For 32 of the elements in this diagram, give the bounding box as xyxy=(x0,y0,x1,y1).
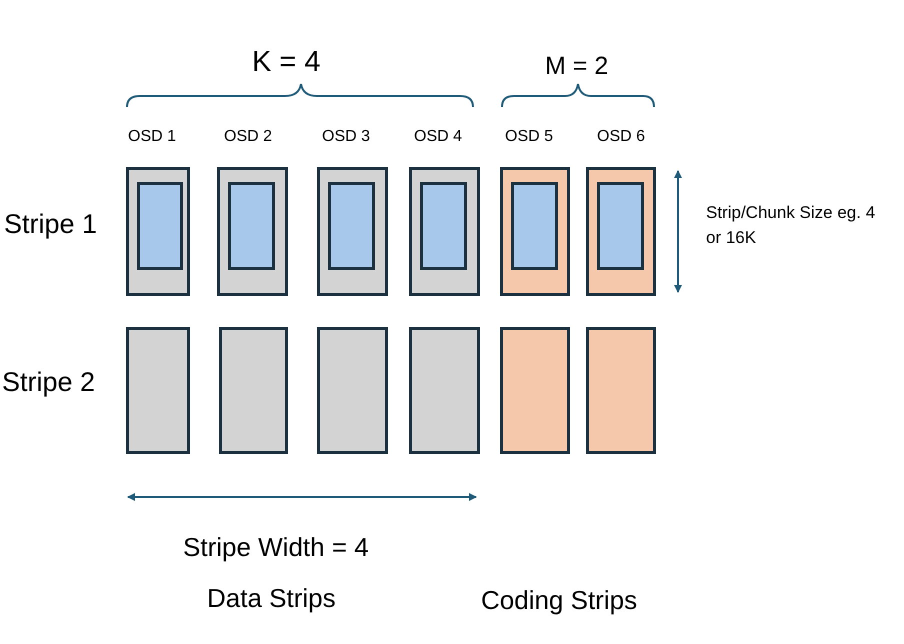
row-label: Stripe 1 xyxy=(4,209,98,240)
strip-box xyxy=(500,327,570,454)
column-label: OSD 3 xyxy=(322,128,370,146)
strip-box xyxy=(409,327,480,454)
strip-box xyxy=(317,327,388,454)
strip-box xyxy=(217,167,288,296)
group-label: K = 4 xyxy=(252,46,321,79)
column-label: OSD 4 xyxy=(414,128,462,146)
column-label: OSD 6 xyxy=(597,128,646,146)
chunk-box xyxy=(420,182,467,270)
caption-text: Coding Strips xyxy=(481,585,638,616)
strip-box xyxy=(500,167,570,296)
strip-box xyxy=(409,167,480,296)
strip-box xyxy=(126,167,190,296)
chunk-box xyxy=(228,182,275,270)
column-label: OSD 2 xyxy=(224,128,272,146)
dimension-label: Stripe Width = 4 xyxy=(183,532,369,563)
strip-box xyxy=(586,327,656,454)
group-label: M = 2 xyxy=(545,52,608,81)
chunk-box xyxy=(137,182,183,270)
chunk-box xyxy=(597,182,644,270)
strip-box xyxy=(317,167,388,296)
chunk-box xyxy=(328,182,375,270)
chunk-box xyxy=(511,182,558,270)
caption-text: Data Strips xyxy=(207,583,336,614)
column-label: OSD 5 xyxy=(505,128,554,146)
row-label: Stripe 2 xyxy=(2,367,96,398)
strip-box xyxy=(219,327,288,454)
dimension-label: Strip/Chunk Size eg. 4 or 16K xyxy=(706,202,876,249)
strip-box xyxy=(586,167,656,296)
strip-box xyxy=(126,327,190,454)
column-label: OSD 1 xyxy=(128,128,176,146)
